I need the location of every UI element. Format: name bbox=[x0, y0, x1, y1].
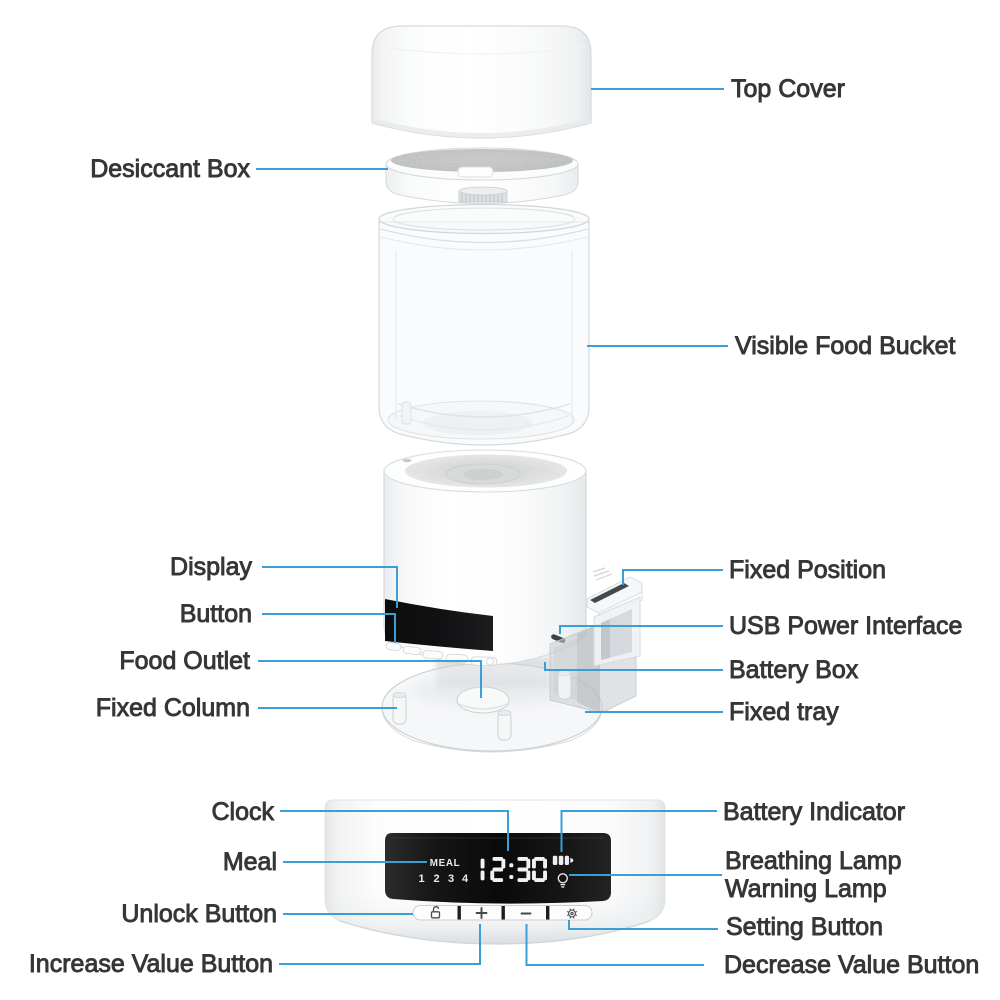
svg-text:Button: Button bbox=[180, 600, 252, 628]
svg-text:Meal: Meal bbox=[223, 848, 277, 876]
svg-text:3: 3 bbox=[448, 873, 454, 885]
svg-text:Fixed Position: Fixed Position bbox=[729, 556, 886, 584]
svg-text:Fixed tray: Fixed tray bbox=[729, 698, 839, 726]
svg-text:Visible Food Bucket: Visible Food Bucket bbox=[735, 332, 956, 360]
svg-text:Top Cover: Top Cover bbox=[731, 75, 845, 103]
svg-text:Battery Indicator: Battery Indicator bbox=[723, 798, 905, 826]
svg-text:Fixed Column: Fixed Column bbox=[96, 694, 250, 722]
svg-text:Desiccant Box: Desiccant Box bbox=[90, 155, 250, 183]
svg-text:Display: Display bbox=[170, 553, 252, 581]
svg-text:Food Outlet: Food Outlet bbox=[119, 647, 250, 675]
svg-text:Warning Lamp: Warning Lamp bbox=[725, 875, 887, 903]
svg-text:Increase Value Button: Increase Value Button bbox=[29, 950, 273, 978]
svg-text:2: 2 bbox=[433, 873, 439, 885]
svg-text:Decrease Value Button: Decrease Value Button bbox=[724, 951, 979, 979]
svg-text:Battery Box: Battery Box bbox=[729, 656, 859, 684]
svg-text:1: 1 bbox=[418, 873, 424, 885]
svg-text:Clock: Clock bbox=[211, 798, 274, 826]
svg-text:USB Power Interface: USB Power Interface bbox=[729, 612, 962, 640]
svg-text:Setting Button: Setting Button bbox=[726, 913, 883, 941]
svg-text:MEAL: MEAL bbox=[430, 858, 461, 869]
svg-text:4: 4 bbox=[462, 873, 469, 885]
svg-text:Breathing Lamp: Breathing Lamp bbox=[725, 847, 902, 875]
svg-text:Unlock Button: Unlock Button bbox=[121, 900, 277, 928]
